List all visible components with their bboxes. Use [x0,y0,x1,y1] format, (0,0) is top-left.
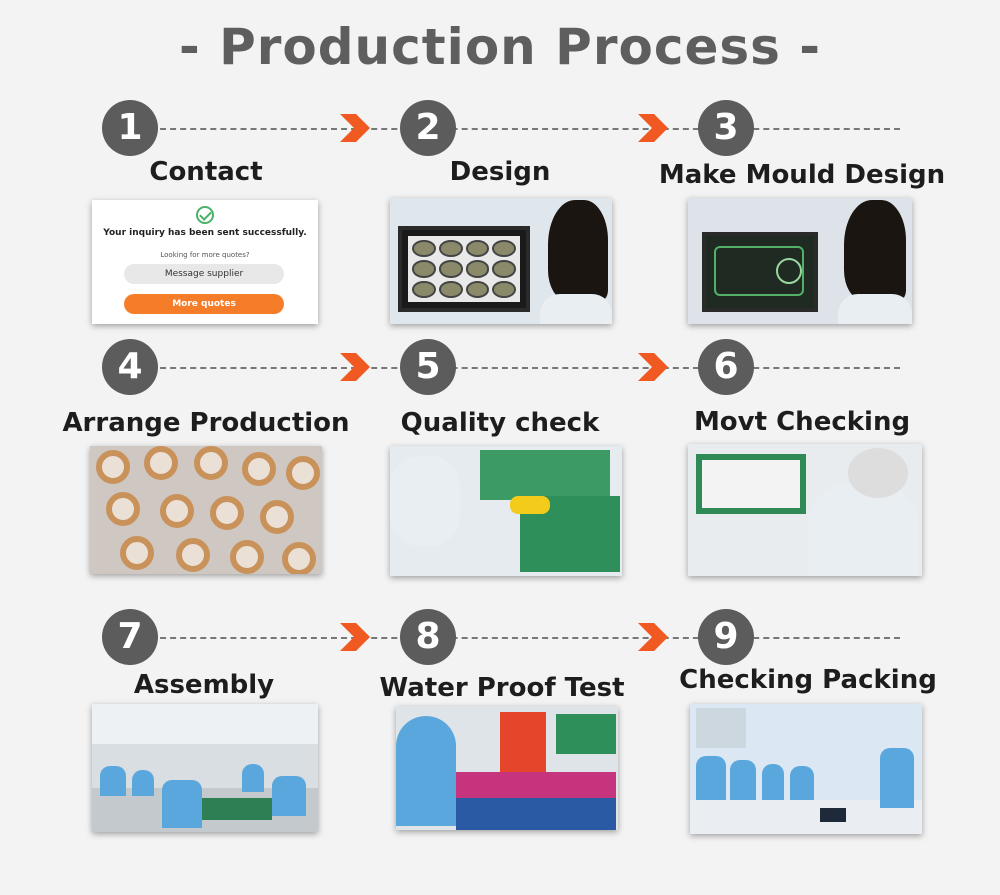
step-number-badge: 5 [400,339,456,395]
success-message: Your inquiry has been sent successfully. [103,228,307,238]
step-label: Arrange Production [62,408,350,438]
step-label: Make Mould Design [658,160,946,190]
designer-coat [838,294,912,324]
mould-design-photo [688,198,912,324]
assembly-photo [92,704,318,832]
monitor [702,232,818,312]
quality-check-photo [390,446,622,576]
monitor [398,226,530,312]
dashed-connector [150,637,900,639]
dashed-connector [150,367,900,369]
step-number-badge: 1 [102,100,158,156]
process-row-2: 4 5 6 [0,337,1000,397]
step-label: Assembly [133,670,275,700]
step-number-badge: 3 [698,100,754,156]
step-number-badge: 4 [102,339,158,395]
step-label: Quality check [400,408,600,438]
step-label: Checking Packing [679,665,937,695]
arrange-production-photo [90,446,322,574]
checking-packing-photo [690,704,922,834]
step-number-badge: 2 [400,100,456,156]
step-number-badge: 9 [698,609,754,665]
step-number-badge: 8 [400,609,456,665]
design-photo [390,198,612,324]
step-number-badge: 6 [698,339,754,395]
more-quotes-prompt: Looking for more quotes? [160,251,250,259]
designer [844,200,906,300]
tray [480,450,610,500]
process-row-1: 1 2 3 [0,98,1000,158]
check-circle-icon [196,206,214,224]
contact-screenshot: Your inquiry has been sent successfully.… [92,200,318,324]
step-label: Contact [149,157,263,187]
page-title: - Production Process - [178,18,822,76]
designer-coat [540,294,612,324]
water-proof-test-photo [396,706,618,830]
step-number-badge: 7 [102,609,158,665]
more-quotes-button[interactable]: More quotes [124,294,284,314]
watch-design-grid [408,236,520,302]
movt-checking-photo [688,444,922,576]
step-label: Movt Checking [693,407,911,437]
dashed-connector [150,128,900,130]
message-supplier-button[interactable]: Message supplier [124,264,284,284]
step-label: Water Proof Test [379,673,625,703]
process-row-3: 7 8 9 [0,607,1000,667]
designer [548,200,608,300]
step-label: Design [449,157,551,187]
